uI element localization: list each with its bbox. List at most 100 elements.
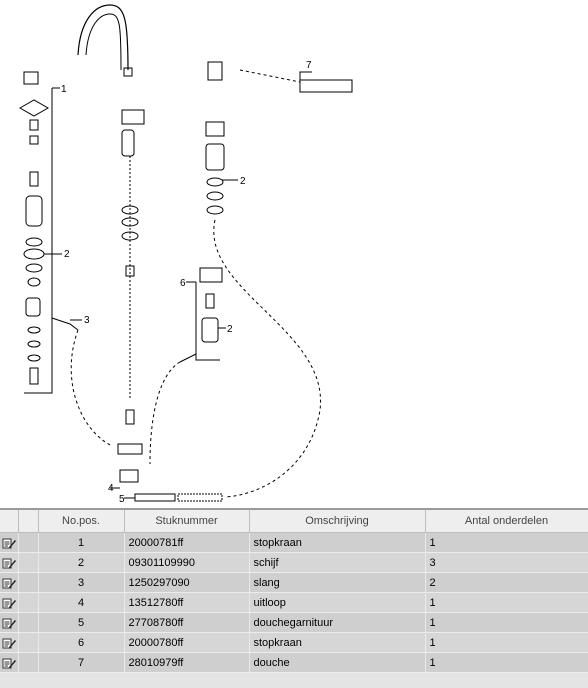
row-position: 2 — [38, 552, 125, 573]
row-select-cell[interactable] — [18, 652, 39, 673]
callout-6: 6 — [180, 278, 186, 289]
header-part-number[interactable]: Stuknummer — [124, 510, 250, 533]
table-header-row: No.pos. Stuknummer Omschrijving Antal on… — [0, 510, 588, 533]
row-part-number: 1250297090 — [124, 572, 250, 593]
row-quantity: 2 — [425, 572, 588, 593]
row-description: schijf — [249, 552, 426, 573]
row-position: 3 — [38, 572, 125, 593]
callout-1: 1 — [61, 84, 67, 95]
cartridge-left — [25, 195, 43, 227]
row-position: 7 — [38, 652, 125, 673]
row-icon-cell[interactable] — [0, 572, 19, 593]
edit-note-icon[interactable] — [2, 597, 16, 609]
header-quantity[interactable]: Antal onderdelen — [425, 510, 588, 533]
callout-4: 4 — [108, 483, 114, 494]
row-part-number: 20000781ff — [124, 532, 250, 553]
edit-note-icon[interactable] — [2, 617, 16, 629]
part-center-a — [125, 265, 135, 277]
header-description[interactable]: Omschrijving — [249, 510, 426, 533]
parts-table: No.pos. Stuknummer Omschrijving Antal on… — [0, 510, 588, 673]
cartridge-right — [205, 143, 225, 171]
row-icon-cell[interactable] — [0, 612, 19, 633]
part-left-c — [29, 171, 39, 187]
row-part-number: 28010979ff — [124, 652, 250, 673]
edit-note-icon[interactable] — [2, 557, 16, 569]
row-select-cell[interactable] — [18, 532, 39, 553]
row-select-cell[interactable] — [18, 612, 39, 633]
washer-left-d — [27, 277, 41, 287]
row-select-cell[interactable] — [18, 552, 39, 573]
row-select-cell[interactable] — [18, 632, 39, 653]
diagram-svg: 1 2 3 4 5 6 7 2 2 — [18, 4, 353, 505]
row-description: douchegarnituur — [249, 612, 426, 633]
row-part-number: 20000780ff — [124, 632, 250, 653]
row-description: stopkraan — [249, 532, 426, 553]
edit-note-icon[interactable] — [2, 637, 16, 649]
washer-center-b — [121, 217, 139, 227]
shower-hose-coil — [177, 493, 223, 502]
washer-left-b — [23, 248, 45, 260]
washer-right-c — [206, 205, 224, 215]
row-part-number: 27708780ff — [124, 612, 250, 633]
callout-5: 5 — [119, 494, 125, 505]
table-row[interactable]: 4 13512780ff uitloop 1 — [0, 592, 588, 613]
row-description: slang — [249, 572, 426, 593]
callout-7-bracket — [299, 71, 312, 80]
seal-left-b — [27, 340, 41, 348]
spout-outline — [77, 4, 129, 71]
header-position[interactable]: No.pos. — [38, 510, 125, 533]
shower-axis — [239, 69, 301, 83]
row-icon-cell[interactable] — [0, 632, 19, 653]
edit-note-icon[interactable] — [2, 657, 16, 669]
shower-handset — [299, 79, 353, 93]
table-row[interactable]: 7 28010979ff douche 1 — [0, 652, 588, 673]
edit-note-icon[interactable] — [2, 537, 16, 549]
hose-3-tip — [51, 317, 79, 331]
valve-cap-left — [23, 71, 39, 85]
row-quantity: 1 — [425, 532, 588, 553]
callout-2-left: 2 — [64, 249, 70, 260]
row-quantity: 1 — [425, 632, 588, 653]
nipple-left — [29, 367, 39, 385]
callout-2-right: 2 — [240, 176, 246, 187]
table-row[interactable]: 1 20000781ff stopkraan 1 — [0, 532, 588, 553]
seal-left-c — [27, 354, 41, 362]
callout-7: 7 — [306, 60, 312, 71]
table-row[interactable]: 5 27708780ff douchegarnituur 1 — [0, 612, 588, 633]
row-select-cell[interactable] — [18, 592, 39, 613]
edit-note-icon[interactable] — [2, 577, 16, 589]
row-select-cell[interactable] — [18, 572, 39, 593]
row-position: 6 — [38, 632, 125, 653]
header-select-col — [18, 510, 39, 533]
callout-2-mid: 2 — [227, 324, 233, 335]
shower-hose-5 — [134, 493, 176, 502]
row-icon-cell[interactable] — [0, 592, 19, 613]
rosette-right — [205, 121, 225, 137]
valve-cap-6 — [199, 267, 223, 283]
washer-center-c — [121, 231, 139, 241]
part-left-b — [29, 135, 39, 145]
rosette-center — [121, 109, 145, 125]
table-row[interactable]: 2 09301109990 schijf 3 — [0, 552, 588, 573]
part-6-a — [205, 293, 215, 309]
spout-base-4 — [119, 469, 139, 483]
hose-center — [149, 361, 181, 465]
connector-center — [117, 443, 143, 455]
header-icon-col — [0, 510, 19, 533]
row-description: douche — [249, 652, 426, 673]
table-row[interactable]: 3 1250297090 slang 2 — [0, 572, 588, 593]
hose-6-tip — [179, 353, 197, 363]
row-quantity: 1 — [425, 652, 588, 673]
spout-nut — [123, 67, 133, 77]
rosette-left — [18, 99, 50, 117]
row-quantity: 1 — [425, 612, 588, 633]
row-icon-cell[interactable] — [0, 532, 19, 553]
table-row[interactable]: 6 20000780ff stopkraan 1 — [0, 632, 588, 653]
row-part-number: 09301109990 — [124, 552, 250, 573]
row-quantity: 3 — [425, 552, 588, 573]
row-description: uitloop — [249, 592, 426, 613]
row-icon-cell[interactable] — [0, 652, 19, 673]
bracket-1 — [24, 88, 53, 394]
parts-table-panel: No.pos. Stuknummer Omschrijving Antal on… — [0, 508, 588, 688]
row-icon-cell[interactable] — [0, 552, 19, 573]
